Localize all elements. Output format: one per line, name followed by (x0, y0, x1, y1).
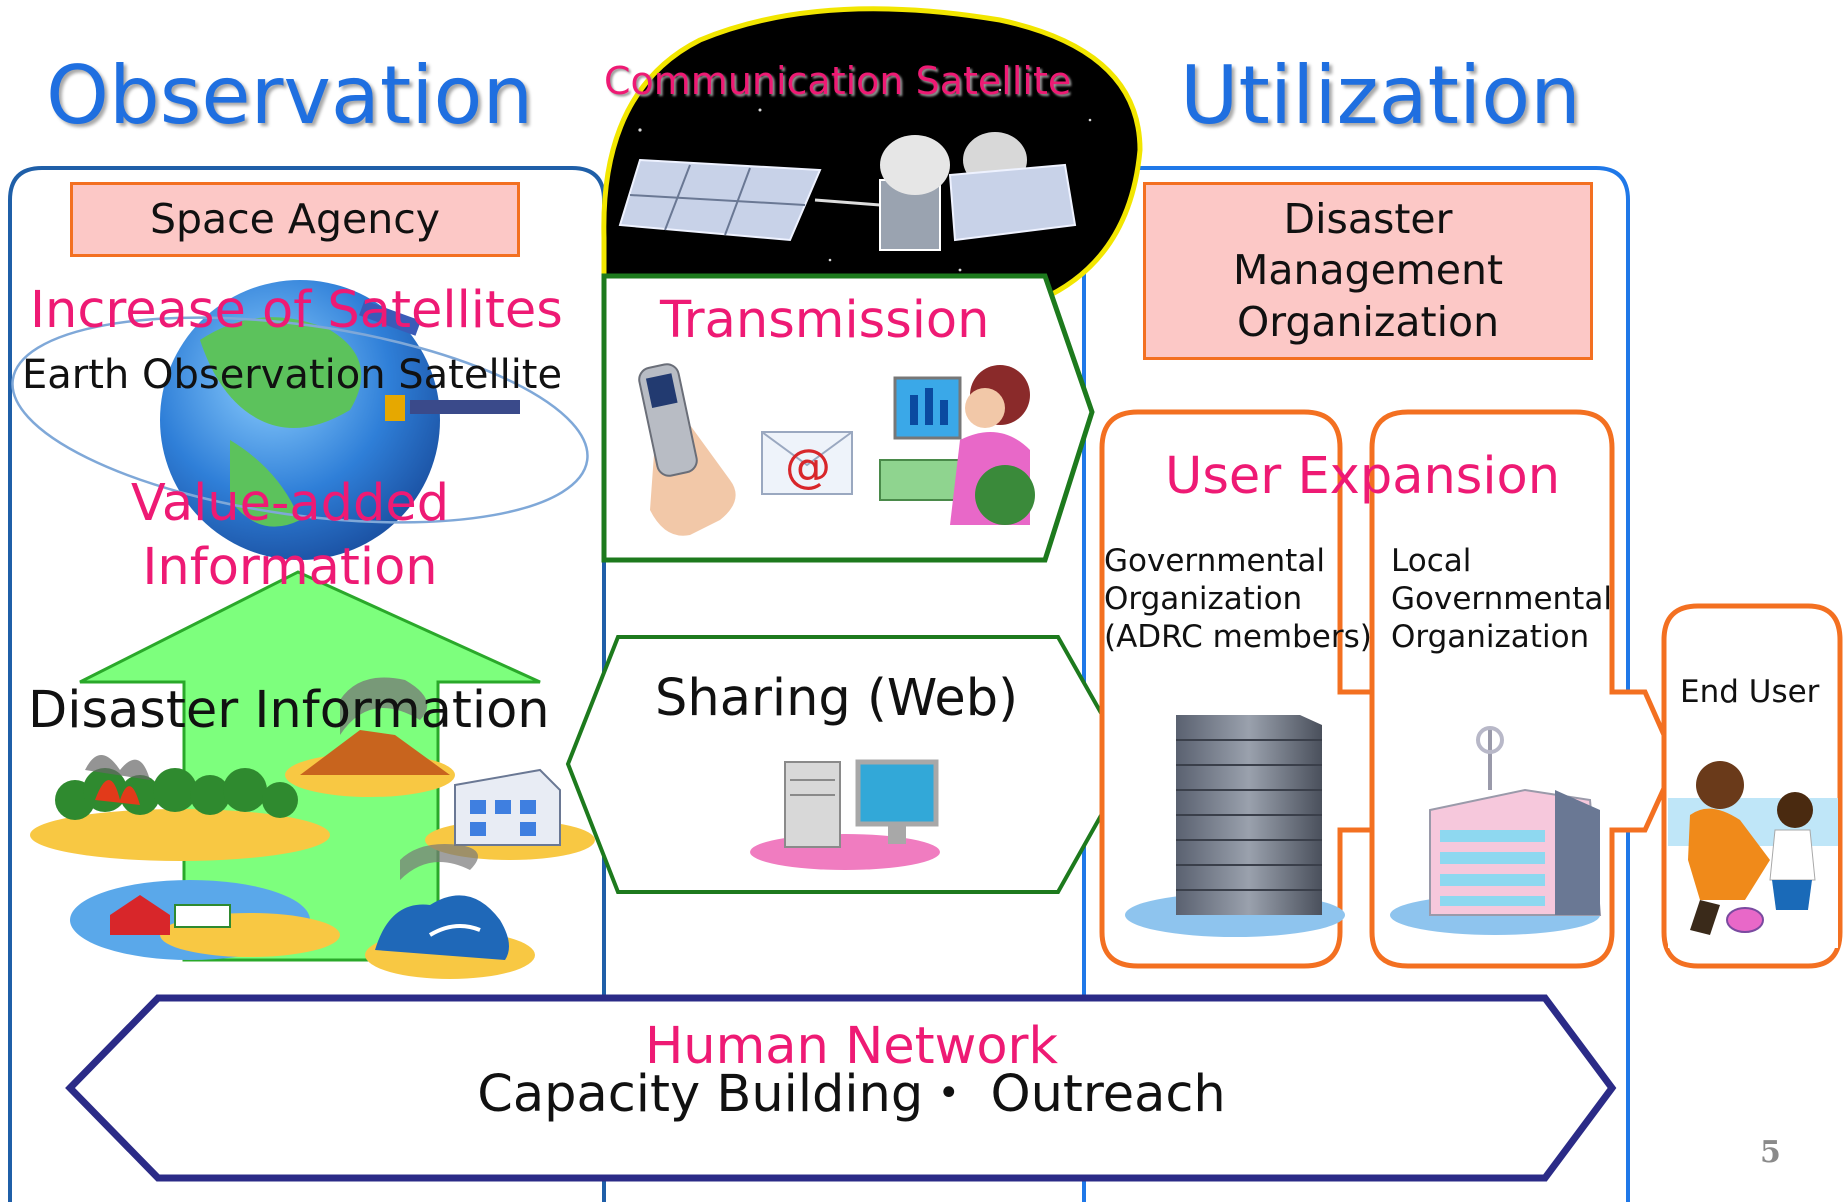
human-network-label: Human Network (644, 1017, 1059, 1076)
forest-fire-icon (30, 755, 330, 861)
governmental-organization-label: Governmental Organization (ADRC members) (1104, 543, 1372, 655)
flood-icon (70, 880, 340, 960)
earth-observation-satellite-label: Earth Observation Satellite (22, 352, 563, 398)
increase-of-satellites-label: Increase of Satellites (30, 281, 563, 340)
disaster-information-label: Disaster Information (28, 681, 550, 740)
transmission-label: Transmission (660, 291, 990, 350)
computer-user-icon (879, 365, 1035, 525)
utilization-title: Utilization (1180, 49, 1581, 142)
observation-satellite-icon (359, 300, 520, 421)
space-agency-label: Space Agency (149, 194, 441, 243)
user-expansion-label: User Expansion (1165, 447, 1561, 506)
human-network-arrow (65, 994, 1617, 1182)
tsunami-icon (365, 844, 535, 979)
email-at-symbol: @ (785, 439, 831, 493)
communication-satellite-label: Communication Satellite (604, 59, 1072, 103)
email-envelope-icon (761, 431, 853, 495)
volcano-icon (285, 677, 455, 797)
communication-satellite-icon (601, 6, 1143, 303)
observation-title: Observation (46, 49, 534, 142)
web-server-icon (750, 759, 940, 870)
capacity-building-outreach-label: Capacity Building・ Outreach (477, 1065, 1226, 1124)
end-user-family-icon (1668, 761, 1838, 948)
office-tower-icon (1125, 715, 1345, 937)
earth-globe-icon (11, 280, 589, 560)
government-building-icon (1390, 726, 1602, 935)
observation-panel (8, 166, 606, 1202)
disaster-management-organization-box: Disaster Management Organization (1143, 182, 1593, 360)
page-number: 5 (1760, 1135, 1781, 1170)
end-user-label: End User (1680, 674, 1820, 710)
local-governmental-organization-label: Local Governmental Organization (1391, 543, 1612, 655)
sharing-web-label: Sharing (Web) (655, 669, 1018, 728)
space-agency-box: Space Agency (70, 182, 520, 257)
mobile-phone-icon (638, 363, 736, 536)
value-added-information-label: Value-added Information (130, 474, 450, 597)
sharing-hexagon (565, 635, 1133, 894)
